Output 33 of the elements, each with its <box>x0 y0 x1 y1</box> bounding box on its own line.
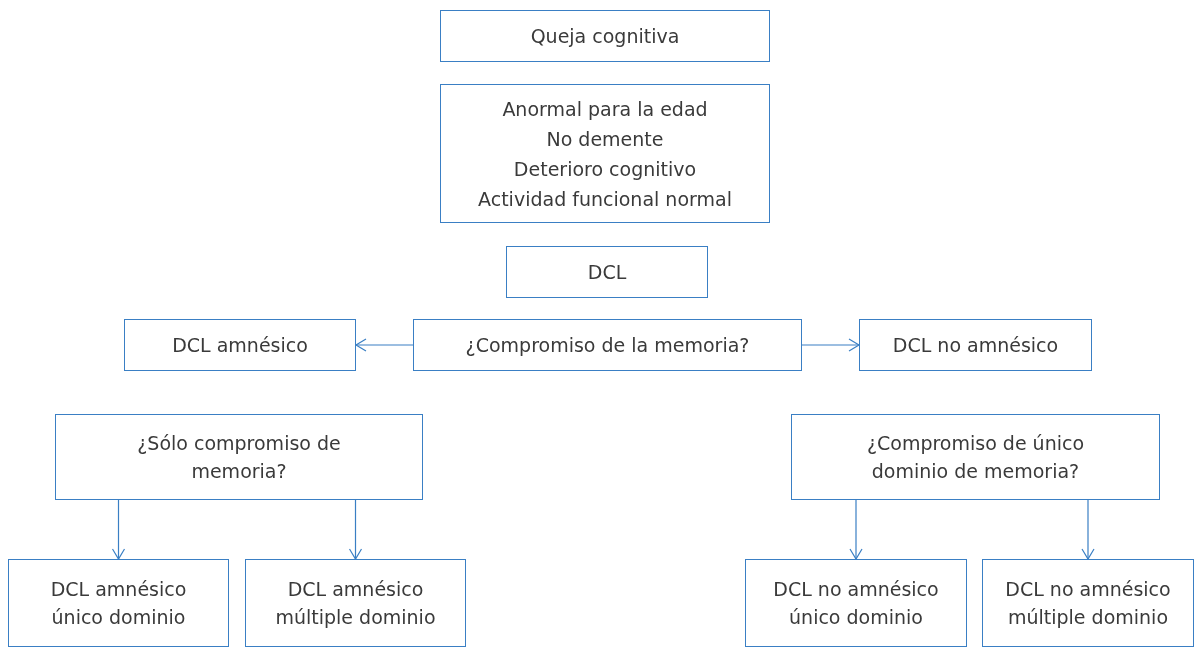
process-box <box>506 246 708 298</box>
box-text: DCL amnésico único dominio <box>49 577 188 630</box>
box-text: Anormal para la edad <box>502 96 708 122</box>
process-box <box>55 414 423 500</box>
box-text: ¿Compromiso de único dominio de memoria? <box>865 431 1086 484</box>
arrow <box>1081 499 1095 560</box>
arrow <box>348 499 363 560</box>
arrow <box>849 499 863 560</box>
arrow <box>355 338 414 352</box>
process-box <box>982 559 1194 647</box>
box-text: No demente <box>546 126 664 152</box>
box-text: DCL no amnésico múltiple dominio <box>1004 577 1172 630</box>
process-box <box>745 559 967 647</box>
process-box <box>791 414 1160 500</box>
box-text: DCL amnésico múltiple dominio <box>274 577 437 630</box>
process-box <box>440 10 770 62</box>
arrow <box>801 338 860 352</box>
process-box <box>413 319 802 371</box>
process-box <box>440 84 770 223</box>
process-box <box>859 319 1092 371</box>
box-text: Actividad funcional normal <box>478 186 732 212</box>
process-box <box>245 559 466 647</box>
box-text: ¿Compromiso de la memoria? <box>465 333 750 358</box>
box-text: Queja cognitiva <box>530 24 680 49</box>
box-text: DCL no amnésico único dominio <box>772 577 940 630</box>
process-box <box>124 319 356 371</box>
box-text: DCL amnésico <box>172 333 308 358</box>
box-text: Deterioro cognitivo <box>513 156 697 182</box>
box-text: DCL <box>587 260 627 285</box>
process-box <box>8 559 229 647</box>
arrow <box>111 499 126 560</box>
box-text: ¿Sólo compromiso de memoria? <box>136 431 342 484</box>
box-text: DCL no amnésico <box>892 333 1059 358</box>
